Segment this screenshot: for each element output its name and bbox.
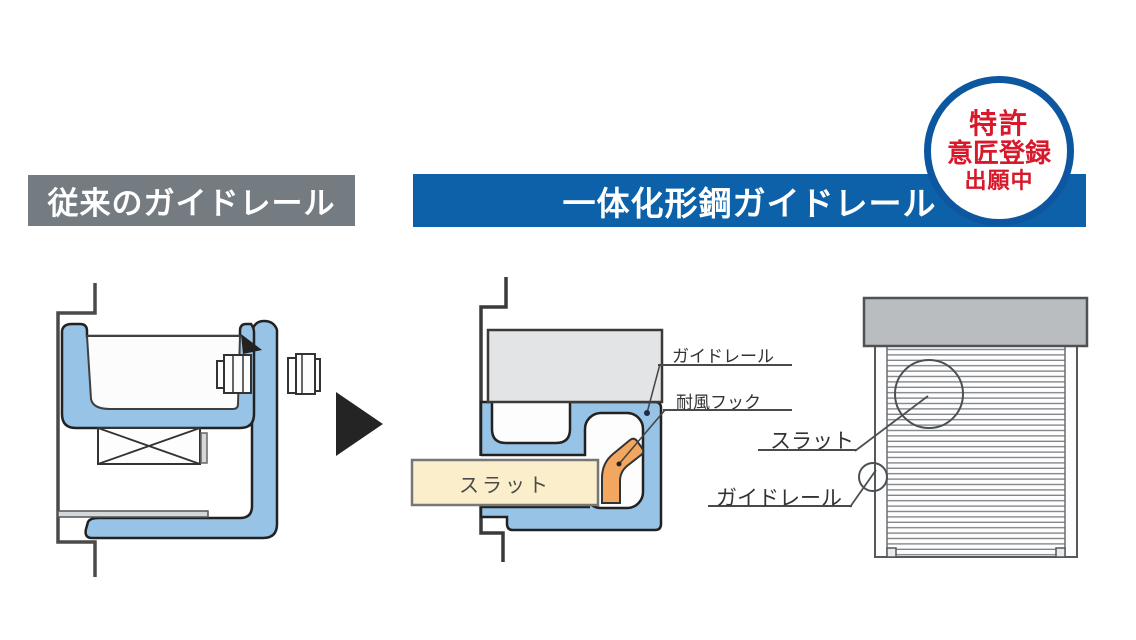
shutter-slat-label: スラット xyxy=(758,425,856,453)
patent-badge: 特許 意匠登録 出願中 xyxy=(924,76,1074,226)
header-conventional-label: 従来のガイドレール xyxy=(47,186,336,221)
slat-label: スラット xyxy=(459,474,551,497)
bolt-washer-right xyxy=(314,358,321,392)
shutter-diagram xyxy=(849,296,1089,558)
slat-leader xyxy=(854,395,929,452)
shutter-slats xyxy=(887,347,1065,556)
bottom-plate xyxy=(57,510,209,518)
header-integrated-label: 一体化形鋼ガイドレール xyxy=(562,184,937,222)
wind-hook xyxy=(601,437,645,504)
slat xyxy=(410,458,600,507)
badge-line-design-registration: 意匠登録 xyxy=(946,138,1051,169)
rail-highlight-circle xyxy=(858,462,888,492)
slat-highlight-circle xyxy=(894,359,964,429)
wall-bracket-line xyxy=(56,283,97,577)
rail-wall-arm xyxy=(84,319,279,540)
integrated-rail-diagram xyxy=(410,277,666,562)
clip-tab xyxy=(200,432,208,464)
left-foot xyxy=(886,547,897,558)
conventional-rail-diagram xyxy=(56,283,321,577)
badge-line-pending: 出願中 xyxy=(964,168,1034,194)
wind-hook-leader xyxy=(618,409,666,465)
header-conventional-rail: 従来のガイドレール xyxy=(28,175,355,226)
rail-slot xyxy=(490,398,572,445)
channel-interior xyxy=(85,335,242,410)
guide-rail-label: ガイドレール xyxy=(658,342,792,366)
bolt-washer-left xyxy=(216,360,225,389)
shutter-guide-rail-label: ガイドレール xyxy=(708,482,852,510)
wind-hook-label: 耐風フック xyxy=(663,388,792,412)
shutter-case xyxy=(862,296,1089,348)
guide-rail-dot xyxy=(644,410,650,416)
guide-rail-leader xyxy=(646,363,661,414)
cross-line-2 xyxy=(97,427,201,465)
right-foot xyxy=(1055,547,1066,558)
right-arrow-icon xyxy=(336,392,383,456)
wind-hook-dot xyxy=(616,461,622,467)
wall-plate xyxy=(486,328,664,404)
bolt-head xyxy=(295,353,316,395)
badge-line-patent: 特許 xyxy=(968,107,1029,139)
bolt-nut xyxy=(223,354,252,394)
wedge xyxy=(241,334,262,354)
bolt-plate-right xyxy=(287,357,297,394)
rail-leader xyxy=(849,469,877,508)
